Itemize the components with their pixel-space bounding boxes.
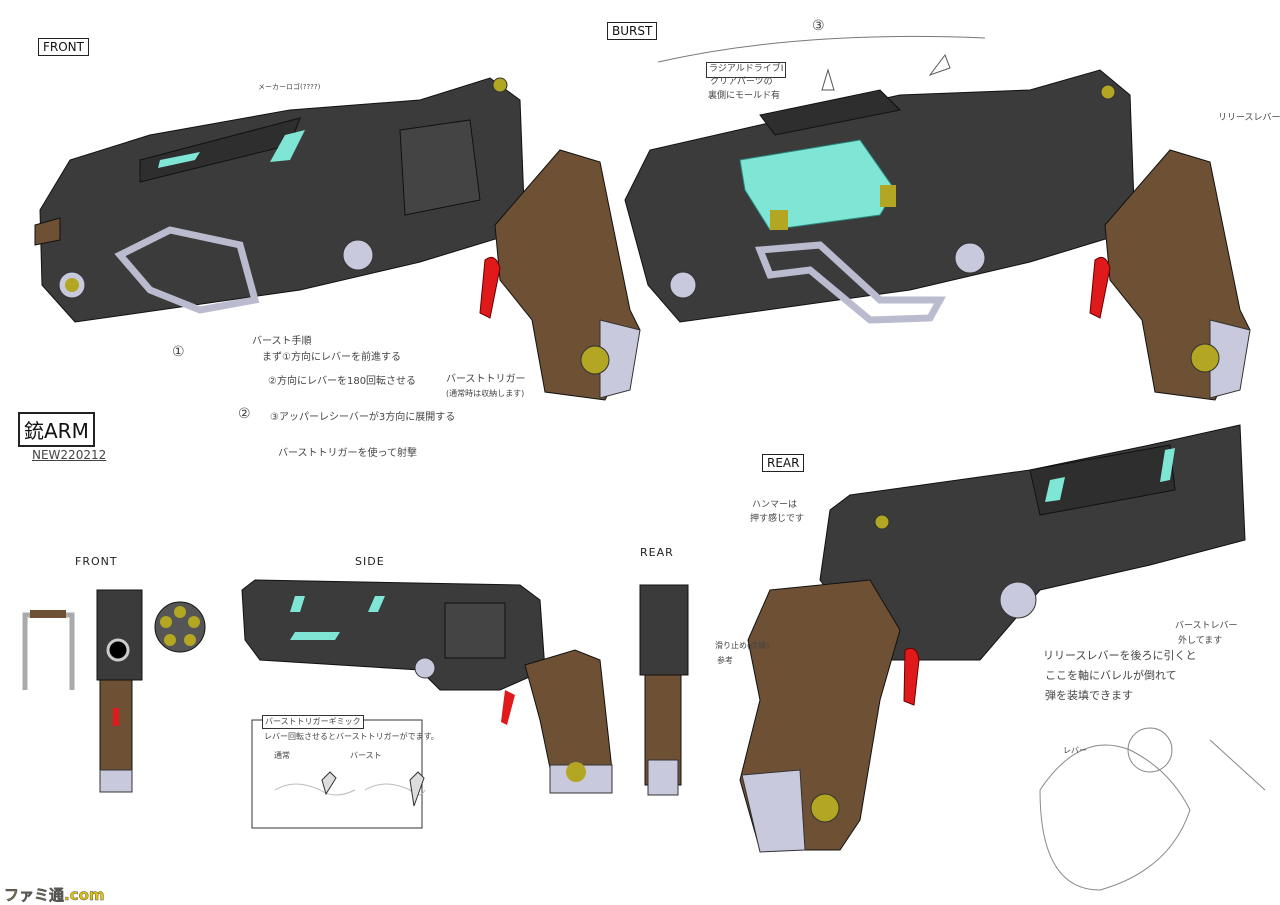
gimmick-burst: バースト [350,751,382,760]
gimmick-box [251,719,426,829]
hand-loading-sketch [1039,727,1266,891]
note-burst-lever-2: 外してます [1178,636,1223,646]
gimmick-normal: 通常 [274,751,290,760]
note-grip-2: 参考 [717,656,733,665]
note-burst-lever-1: バーストレバー [1175,621,1238,631]
note-front-logo: メーカーロゴ(????) [258,83,321,91]
ortho-label-rear: REAR [640,546,674,559]
note-burst-trigger: バーストトリガー [446,374,526,385]
note-radial-drive-1: クリアパーツの [710,77,773,87]
note-radial-drive-2: 裏側にモールド有 [708,91,781,101]
gimmick-desc: レバー回転させるとバーストトリガーがでます。 [264,732,439,741]
step-mark-2: ② [238,406,251,422]
section-label-burst: BURST [607,22,658,40]
burst-step-title: バースト手順 [252,336,312,347]
step-mark-3: ③ [812,18,825,34]
ortho-lever-view [22,610,75,690]
step-mark-1: ① [172,344,185,360]
rear-view-gun [739,424,1246,853]
note-lever: レバー [1063,746,1087,755]
watermark-logo: ファミ通.com [4,886,105,905]
ortho-front-view [96,589,143,793]
note-grip-1: 滑り止め(点線) [715,641,770,650]
note-release-3: 弾を装填できます [1045,689,1133,702]
note-burst-trigger-sub: (通常時は収納します) [446,389,525,398]
note-release-1: リリースレバーを後ろに引くと [1043,649,1197,662]
note-release-2: ここを軸にバレルが倒れて [1045,669,1177,682]
gimmick-title: バーストトリガーギミック [262,715,364,729]
ortho-label-side: SIDE [355,555,385,568]
burst-step-4: バーストトリガーを使って射撃 [278,448,417,459]
ortho-cylinder-view [154,601,206,653]
section-label-rear: REAR [762,454,805,472]
note-radial-drive: ラジアルドライブI [706,62,787,78]
ortho-rear-view [639,584,689,796]
note-hammer-1: ハンマーは [752,500,798,510]
section-label-front: FRONT [38,38,89,56]
title-name: 銃ARM [18,412,95,447]
burst-step-3: ③アッパーレシーバーが3方向に展開する [270,412,456,423]
title-code: NEW220212 [32,448,107,462]
note-hammer-2: 押す感じです [750,514,805,524]
burst-step-2: ②方向にレバーを180回転させる [268,376,417,387]
burst-view-gun [624,35,1251,401]
ortho-side-view [241,579,613,794]
burst-step-1: まず①方向にレバーを前進する [262,352,401,363]
ortho-label-front: FRONT [75,555,118,568]
front-view-gun [34,77,641,401]
note-release-lever: リリースレバー [1218,113,1280,123]
